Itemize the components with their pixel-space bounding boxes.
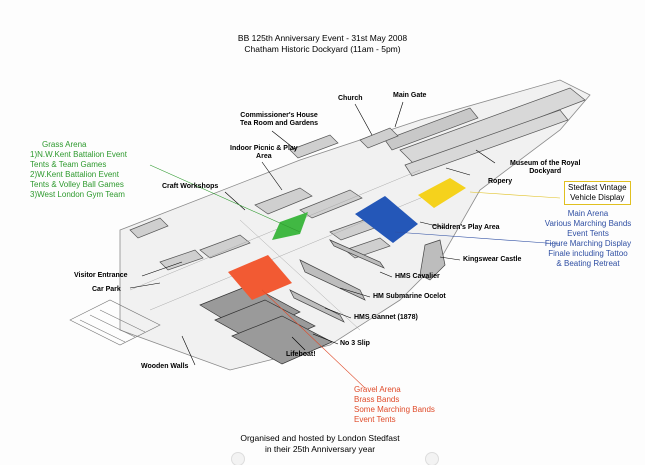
ships bbox=[289, 239, 446, 323]
grass-arena-line-1: 1)N.W.Kent Battalion Event bbox=[30, 150, 127, 159]
label-visitor-entrance: Visitor Entrance bbox=[74, 272, 128, 279]
label-indoor-picnic-line-1: Indoor Picnic & Play bbox=[230, 145, 298, 152]
label-lifeboat: Lifeboat! bbox=[286, 351, 316, 358]
label-museum-line-1: Museum of the Royal bbox=[510, 160, 581, 167]
gravel-arena-line-2: Some Marching Bands bbox=[354, 405, 435, 414]
gravel-arena-legend: Gravel Arena Brass Bands Some Marching B… bbox=[354, 385, 435, 425]
main-arena-line-4: Finale including Tattoo bbox=[548, 249, 628, 258]
label-craft-workshops: Craft Workshops bbox=[162, 183, 219, 190]
footer-line-1: Organised and hosted by London Stedfast bbox=[240, 433, 400, 443]
vintage-display-area bbox=[418, 178, 466, 208]
ropery-buildings bbox=[384, 87, 586, 177]
label-kingswear-castle: Kingswear Castle bbox=[463, 256, 522, 263]
label-car-park: Car Park bbox=[92, 286, 121, 293]
main-arena-legend: Main Arena Various Marching Bands Event … bbox=[543, 209, 633, 269]
label-church: Church bbox=[338, 95, 363, 102]
main-arena-line-2: Event Tents bbox=[567, 229, 609, 238]
punch-hole-right bbox=[425, 452, 439, 465]
label-museum-line-2: Dockyard bbox=[529, 168, 562, 175]
vintage-display-legend: Stedfast Vintage Vehicle Display bbox=[564, 181, 631, 205]
footer-line-2: in their 25th Anniversary year bbox=[264, 444, 376, 454]
grass-arena-line-2: Tents & Team Games bbox=[30, 160, 107, 169]
punch-hole-left bbox=[231, 452, 245, 465]
label-ropery: Ropery bbox=[488, 178, 513, 185]
main-arena-title: Main Arena bbox=[567, 209, 609, 218]
main-arena-area bbox=[355, 196, 418, 243]
grass-arena-area bbox=[272, 212, 308, 240]
title-line-1: BB 125th Anniversary Event - 31st May 20… bbox=[237, 33, 408, 43]
covered-slips bbox=[199, 284, 333, 365]
label-childrens-play: Children's Play Area bbox=[432, 224, 500, 231]
gravel-arena-line-3: Event Tents bbox=[354, 415, 396, 424]
gravel-arena-title: Gravel Arena bbox=[354, 385, 401, 394]
vintage-line-2: Vehicle Display bbox=[570, 193, 625, 202]
label-commissioners-house: Commissioner's House Tea Room and Garden… bbox=[240, 112, 318, 128]
car-park bbox=[69, 299, 161, 346]
main-arena-line-5: & Beating Retreat bbox=[556, 259, 620, 268]
grass-arena-line-3: 2)W.Kent Battalion Event bbox=[30, 170, 119, 179]
vintage-line-1: Stedfast Vintage bbox=[568, 183, 627, 192]
leader-lines bbox=[129, 101, 561, 389]
grass-arena-line-5: 3)West London Gym Team bbox=[30, 190, 125, 199]
main-arena-line-3: Figure Marching Display bbox=[544, 239, 632, 248]
gravel-arena-area bbox=[228, 255, 292, 300]
gravel-arena-line-1: Brass Bands bbox=[354, 395, 400, 404]
label-hms-gannet: HMS Gannet (1878) bbox=[354, 314, 418, 321]
label-hms-cavalier: HMS Cavalier bbox=[395, 273, 440, 280]
grass-arena-legend: Grass Arena 1)N.W.Kent Battalion Event T… bbox=[30, 140, 127, 200]
label-commissioners-house-line-2: Tea Room and Gardens bbox=[240, 120, 319, 127]
main-arena-line-1: Various Marching Bands bbox=[544, 219, 632, 228]
label-no3-slip: No 3 Slip bbox=[340, 340, 370, 347]
grass-arena-title: Grass Arena bbox=[42, 140, 87, 149]
label-wooden-walls: Wooden Walls bbox=[141, 363, 189, 370]
label-commissioners-house-line-1: Commissioner's House bbox=[240, 112, 318, 119]
label-museum: Museum of the Royal Dockyard bbox=[510, 160, 580, 176]
label-hm-submarine: HM Submarine Ocelot bbox=[373, 293, 446, 300]
label-indoor-picnic: Indoor Picnic & Play Area bbox=[230, 145, 298, 161]
label-indoor-picnic-line-2: Area bbox=[256, 153, 272, 160]
label-main-gate: Main Gate bbox=[393, 92, 427, 99]
grass-arena-line-4: Tents & Volley Ball Games bbox=[30, 180, 124, 189]
title-line-2: Chatham Historic Dockyard (11am - 5pm) bbox=[244, 44, 401, 54]
